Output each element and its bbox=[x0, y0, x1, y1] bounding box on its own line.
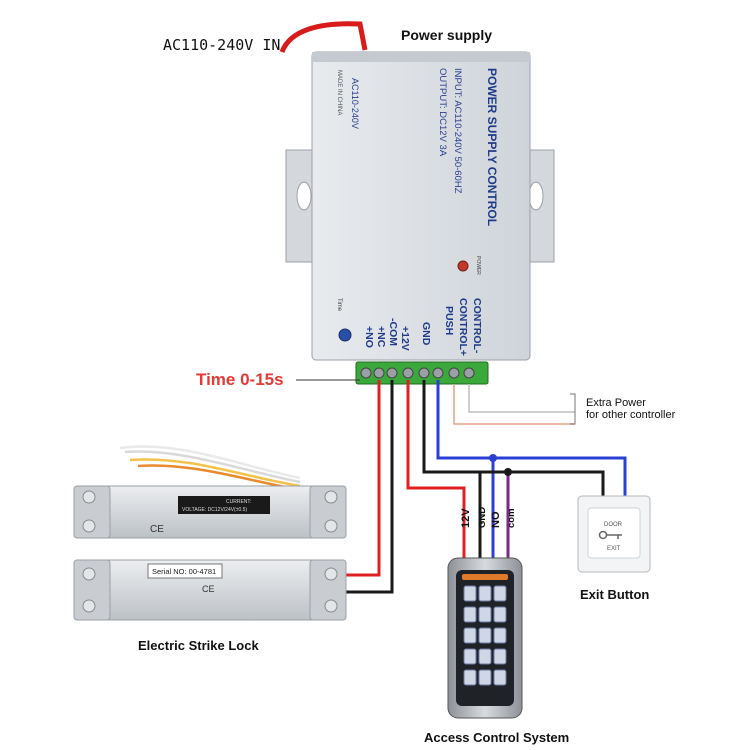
wire-label-no: NO bbox=[490, 511, 502, 528]
keypad-key bbox=[478, 627, 492, 644]
wire-push-blue bbox=[436, 380, 627, 498]
keypad-key bbox=[493, 606, 507, 623]
exit-button-device: DOOR EXIT bbox=[577, 495, 651, 573]
power-led bbox=[457, 260, 469, 272]
keypad-keys bbox=[463, 585, 507, 686]
wire-label-com: com bbox=[506, 508, 517, 528]
ce-mark: CE bbox=[150, 524, 164, 535]
right-mount-hole bbox=[528, 181, 544, 211]
wire-junctions bbox=[489, 454, 512, 476]
keypad-key bbox=[463, 585, 477, 602]
psu-input-spec: INPUT: AC110-240V 50-60HZ bbox=[452, 68, 463, 194]
psu-case-title: POWER SUPPLY CONTROL bbox=[485, 68, 499, 226]
terminal-label-no: +NO bbox=[363, 326, 375, 348]
lock-serial-text: Serial NO: 00-4781 bbox=[152, 567, 216, 576]
terminal-label-nc: +NC bbox=[375, 326, 387, 348]
extra-power-leads bbox=[453, 384, 576, 425]
lock-current-text: CURRENT: bbox=[226, 499, 251, 505]
wire-label-gnd: GND bbox=[477, 507, 488, 528]
keypad-key bbox=[478, 669, 492, 686]
keypad-key bbox=[493, 648, 507, 665]
keypad-key bbox=[463, 648, 477, 665]
electric-strike-lock: CURRENT: VOLTAGE: DC12V/24V(±0.5) CE Ser… bbox=[73, 485, 347, 621]
keypad-wire-labels: 12V GND NO com bbox=[460, 507, 517, 528]
lock-voltage-text: VOLTAGE: DC12V/24V(±0.5) bbox=[182, 507, 247, 513]
access-control-keypad bbox=[447, 557, 523, 719]
wires bbox=[345, 380, 627, 594]
power-supply-title: Power supply bbox=[401, 27, 492, 43]
wire-label-12v: 12V bbox=[460, 508, 472, 528]
keypad-status-strip bbox=[462, 574, 508, 580]
power-led-label: POWER bbox=[475, 256, 481, 275]
keypad-key bbox=[478, 648, 492, 665]
keypad-key bbox=[493, 585, 507, 602]
keypad-key bbox=[463, 627, 477, 644]
exit-button-label: Exit Button bbox=[580, 587, 649, 602]
keypad-key bbox=[493, 669, 507, 686]
keypad-key bbox=[478, 585, 492, 602]
terminal-label-control-plus: CONTROL+ bbox=[457, 298, 469, 356]
wire-gnd-exit-black bbox=[480, 470, 605, 498]
keypad-key bbox=[493, 627, 507, 644]
keypad-key bbox=[478, 606, 492, 623]
time-adjust-knob bbox=[338, 328, 352, 342]
lock-spec-label bbox=[178, 496, 270, 514]
wire-12v-red bbox=[406, 380, 466, 558]
lock-cable-leads bbox=[119, 445, 301, 492]
extra-power-label-line2: for other controller bbox=[586, 409, 676, 421]
psu-made-in: MADE IN CHINA bbox=[336, 70, 342, 115]
extra-power-label-line1: Extra Power bbox=[586, 397, 646, 409]
power-supply-unit: POWER SUPPLY CONTROL INPUT: AC110-240V 5… bbox=[285, 51, 555, 385]
key-icon bbox=[598, 530, 622, 540]
terminal-label-gnd: GND bbox=[420, 322, 432, 346]
left-mount-hole bbox=[296, 181, 312, 211]
wire-gnd-black bbox=[422, 380, 482, 558]
ac-input-cable bbox=[279, 21, 368, 54]
terminal-labels: +NO +NC -COM +12V GND PUSH CONTROL+ CONT… bbox=[363, 298, 483, 356]
terminal-label-control-minus: CONTROL- bbox=[471, 298, 483, 354]
ce-mark-lower: CE bbox=[202, 584, 215, 594]
time-knob-label: Time bbox=[336, 298, 342, 312]
exit-button-key bbox=[587, 507, 641, 559]
wire-no-red bbox=[345, 380, 381, 577]
time-range-label: Time 0-15s bbox=[196, 370, 284, 389]
terminal-label-12v: +12V bbox=[399, 326, 411, 351]
psu-output-spec: OUTPUT: DC12V 3A bbox=[437, 68, 448, 157]
keypad-key bbox=[463, 606, 477, 623]
psu-model: AC110-240V bbox=[350, 78, 360, 129]
keypad-key bbox=[463, 669, 477, 686]
terminal-screws bbox=[360, 367, 475, 379]
ac-input-label: AC110-240V IN bbox=[163, 36, 280, 54]
exit-plate-bottom-text: EXIT bbox=[607, 546, 621, 552]
exit-plate-top-text: DOOR bbox=[604, 522, 623, 528]
electric-strike-lock-label: Electric Strike Lock bbox=[138, 638, 259, 653]
lock-serial-plate bbox=[147, 563, 223, 579]
terminal-label-com: -COM bbox=[387, 318, 399, 346]
access-control-label: Access Control System bbox=[424, 730, 569, 745]
wire-com-black bbox=[345, 380, 394, 594]
terminal-label-push: PUSH bbox=[443, 306, 455, 335]
